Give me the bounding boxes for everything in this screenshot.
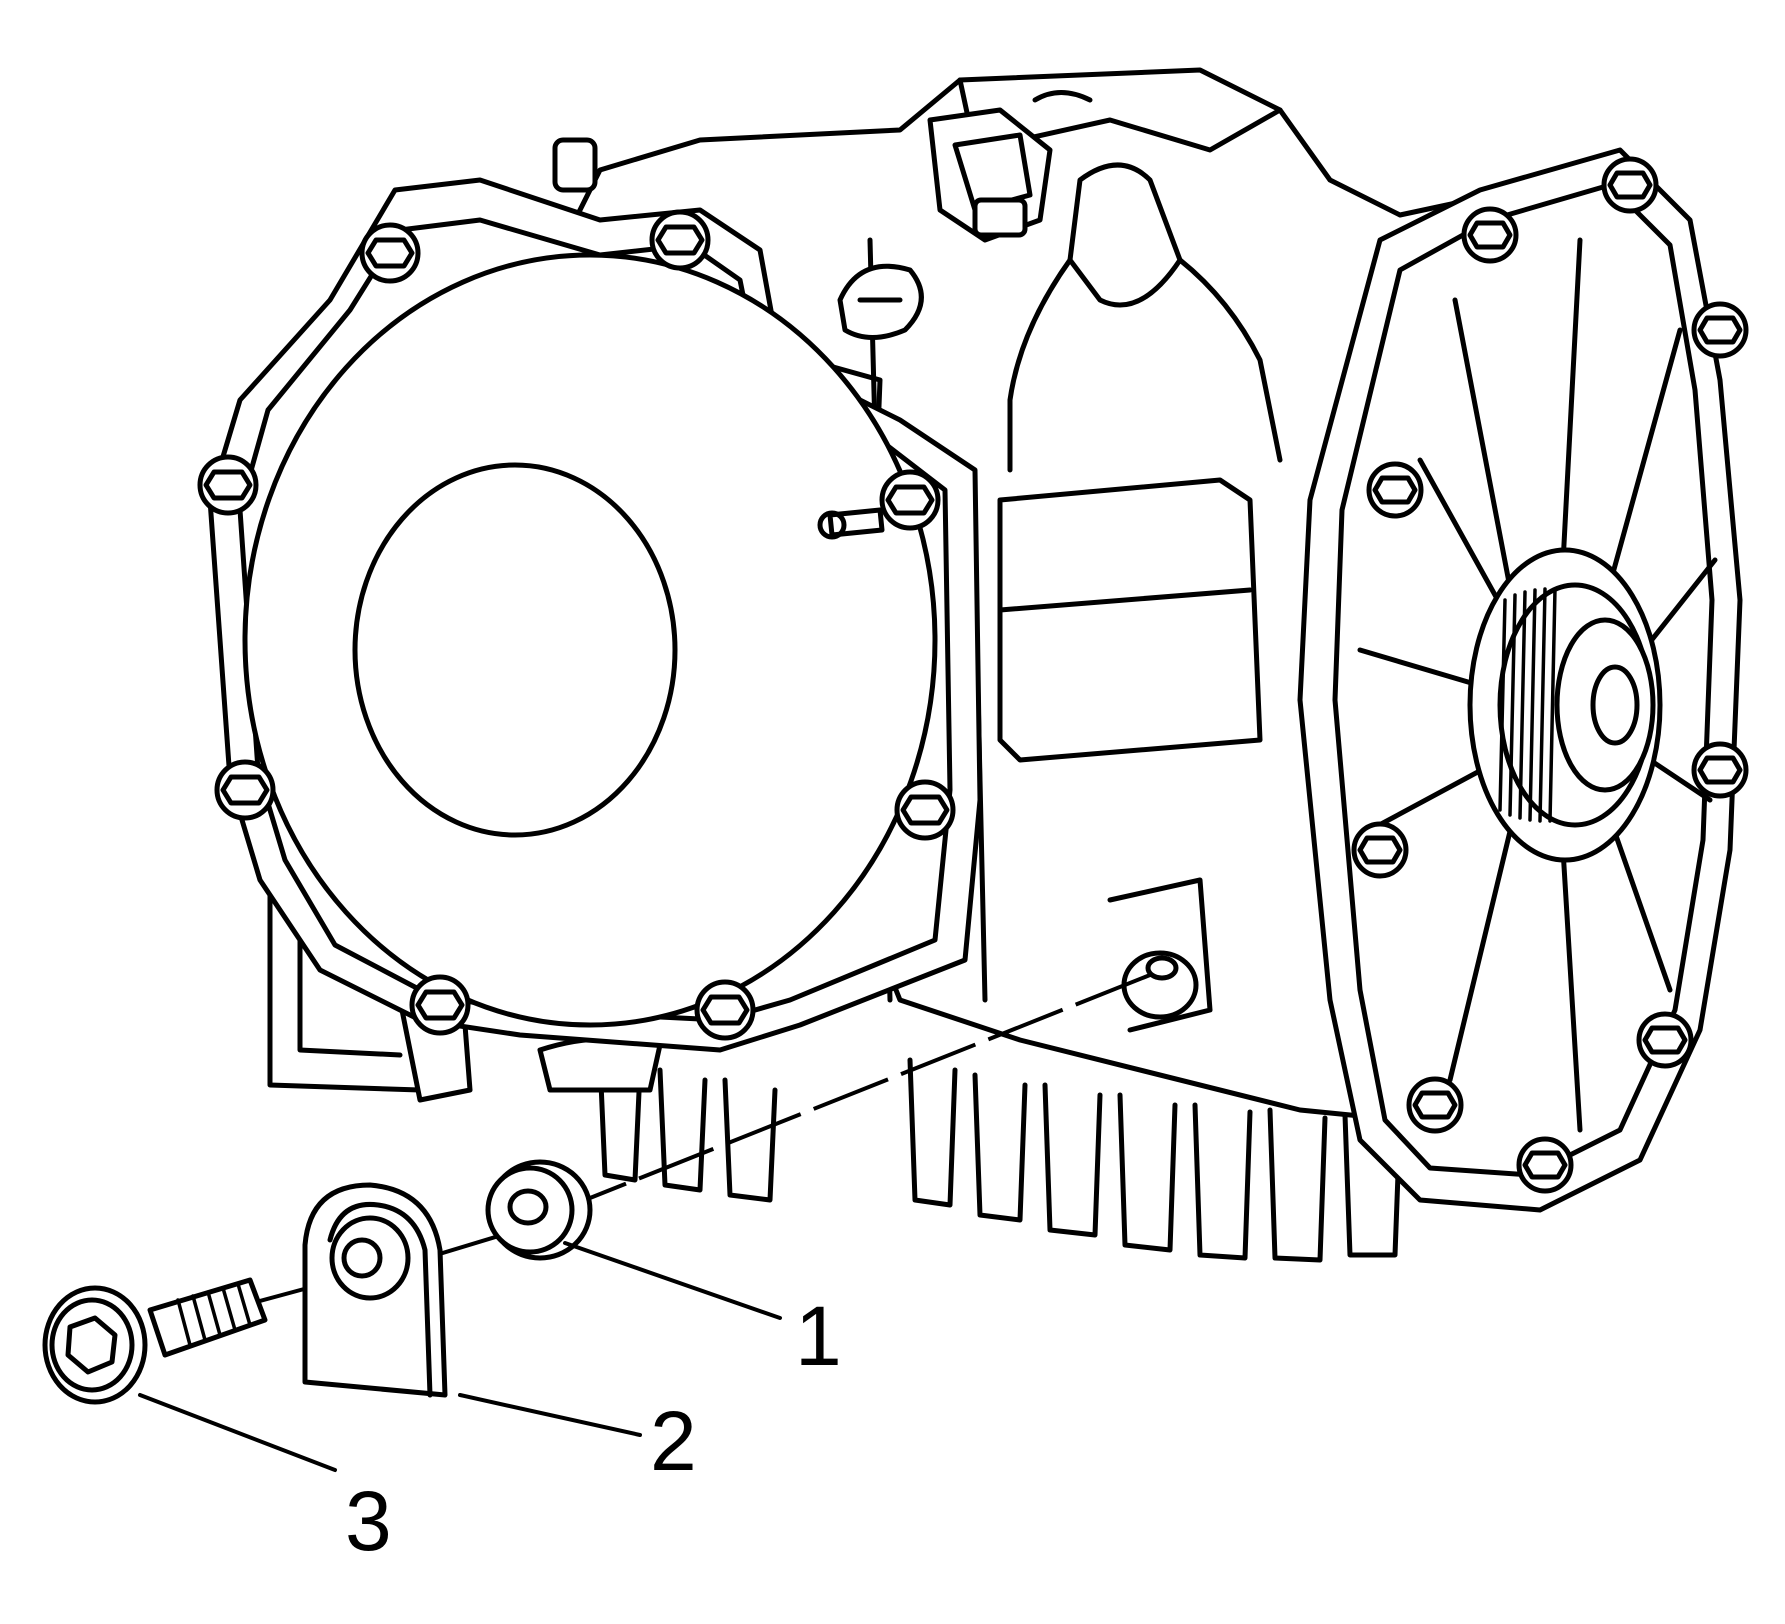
cooling-fins <box>597 1057 1403 1263</box>
washer-part-1 <box>485 1159 593 1261</box>
cover-bolts <box>197 209 956 1041</box>
bolt-threads <box>176 1282 252 1347</box>
spline-teeth <box>1498 587 1557 823</box>
bracket-part-2 <box>302 1182 448 1398</box>
bolt-part-3 <box>42 1277 268 1405</box>
output-flange <box>1297 147 1749 1213</box>
callouts: 1 2 3 <box>138 1241 842 1568</box>
callout-label-2: 2 <box>650 1394 697 1488</box>
callout-label-1: 1 <box>795 1289 842 1383</box>
sensor-connector <box>552 107 1053 340</box>
callout-label-3: 3 <box>345 1474 392 1568</box>
front-cover <box>197 177 983 1053</box>
flange-bolts <box>1351 156 1749 1194</box>
